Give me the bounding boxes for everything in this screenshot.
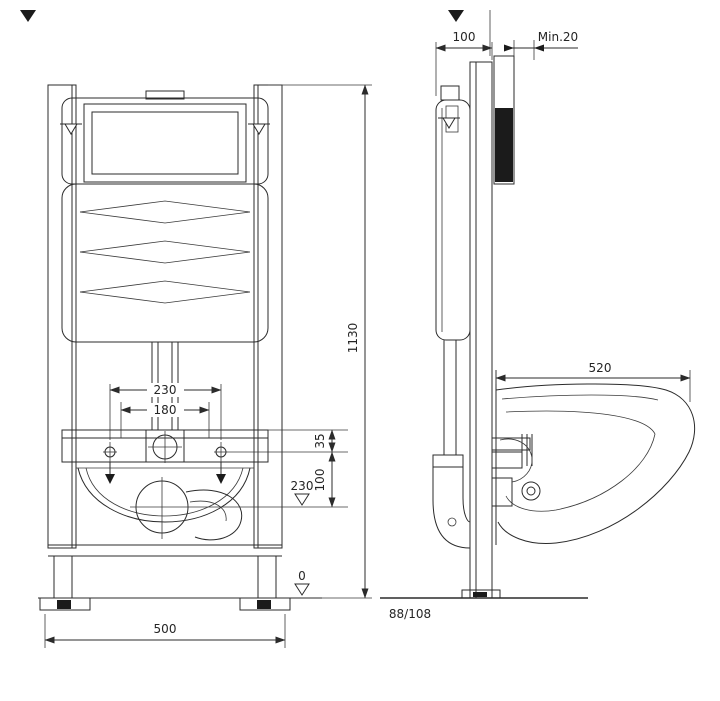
front-waste-outlet [130,477,243,541]
level-triangle-icon [294,493,310,506]
level-marker-outlet: 230 [291,479,314,506]
front-crossbar [61,429,269,463]
dim-500-label: 500 [154,622,177,636]
water-level-icon [438,117,460,129]
front-side-dims: 35 100 230 0 [196,429,348,596]
dim-min20-label: Min.20 [538,30,578,44]
side-floor: 88/108 [380,597,588,621]
level-triangle-icon [294,583,310,596]
section-markers [20,10,491,56]
dim-230-label: 230 [154,383,177,397]
arrow-left-icon [534,44,544,52]
front-bowl-outline [76,467,254,523]
front-access-panel [60,90,270,185]
dim-frame-height: 1130 [268,84,372,599]
level-0-label: 0 [298,569,306,583]
front-cistern-body [61,183,269,343]
dim-100-label: 100 [313,469,327,492]
arrow-down-icon [105,474,115,484]
arrow-down-icon [216,474,226,484]
front-frame-rails [38,84,322,611]
dim-35-label: 35 [313,433,327,448]
water-level-icon [60,123,82,135]
water-level-icon [248,123,270,135]
dim-88-108-label: 88/108 [389,607,431,621]
dim-frame-depth: 100 [435,30,493,96]
side-connection-fittings [491,434,541,507]
side-view: 100 Min.20 [380,30,696,621]
level-230-label: 230 [291,479,314,493]
section-marker-icon [20,10,36,22]
front-fixing-bolt [103,442,117,484]
front-view: 230 180 35 [38,84,372,648]
side-outlet-elbow [432,340,471,549]
level-marker-floor: 0 [294,569,310,596]
side-bowl-profile [495,370,696,545]
dim-frame-width: 500 [44,614,286,648]
dim-520-label: 520 [589,361,612,375]
dim-100-depth-label: 100 [453,30,476,44]
dim-wall-clearance: Min.20 [504,30,578,52]
front-fixing-bolt [214,442,228,484]
dim-bowl-depth: 520 [495,361,691,402]
dim-pipe-spacing: 180 [120,402,210,438]
arrow-right-icon [504,44,514,52]
dim-1130-label: 1130 [346,323,360,354]
section-marker-icon [448,10,464,22]
dim-bolt-spacing: 230 [109,383,222,440]
side-wall-panel [493,40,535,185]
side-cistern [435,85,471,341]
dim-180-label: 180 [154,403,177,417]
